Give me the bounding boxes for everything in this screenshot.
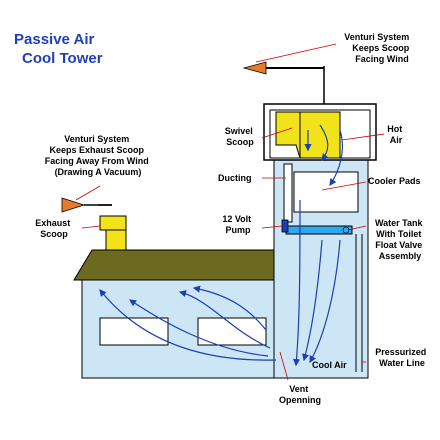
leader-venturi-left [75,185,101,201]
pump [281,219,289,233]
leader-vent [279,351,289,381]
airflow-arrow [178,290,271,349]
airflow-arrow [129,299,269,357]
wind-vane-top [242,61,267,75]
leader-cooler-pads [321,181,367,191]
title-line-1: Passive Air [14,31,94,48]
label-vent: Vent Openning [279,384,321,405]
title-line-2: Cool Tower [22,50,103,67]
airflow-arrow [302,239,323,362]
label-exhaust-scoop: Exhaust Scoop [35,218,73,239]
label-cool-air: Cool Air [312,360,347,370]
leader-exhaust [81,225,101,229]
label-venturi-top: Venturi System Keeps Scoop Facing Wind [344,32,412,64]
label-hot-air: Hot Air [387,124,405,145]
exhaust-scoop-top [99,215,127,231]
label-ducting: Ducting [218,173,252,183]
exhaust-scoop-body [105,229,127,251]
label-swivel-scoop: Swivel Scoop [225,126,256,147]
leader-water-tank [347,225,367,231]
label-cooler-pads: Cooler Pads [368,176,421,186]
leader-pump [261,225,283,229]
airflow-arrow [309,239,341,364]
label-pump: 12 Volt Pump [222,214,253,235]
label-water-tank: Water Tank With Toilet Float Valve Assem… [375,218,425,261]
label-pressurized: Pressurized Water Line [375,347,429,368]
roof [73,249,291,281]
ducting [283,163,293,223]
airflow-arrow [329,129,343,186]
label-venturi-left: Venturi System Keeps Exhaust Scoop Facin… [45,134,151,177]
cooler-pad-frame [293,171,359,213]
water-tank [285,225,353,235]
leader-venturi-top [255,43,337,63]
leader-hot-air [341,133,385,141]
airflow-arrow [192,285,267,331]
leader-swivel [261,127,293,139]
swivel-scoop-body [299,111,341,159]
wind-vane-left [61,197,86,213]
airflow-arrow [99,289,277,361]
airflow-arrow [319,124,329,161]
airflow-arrow [292,199,301,367]
